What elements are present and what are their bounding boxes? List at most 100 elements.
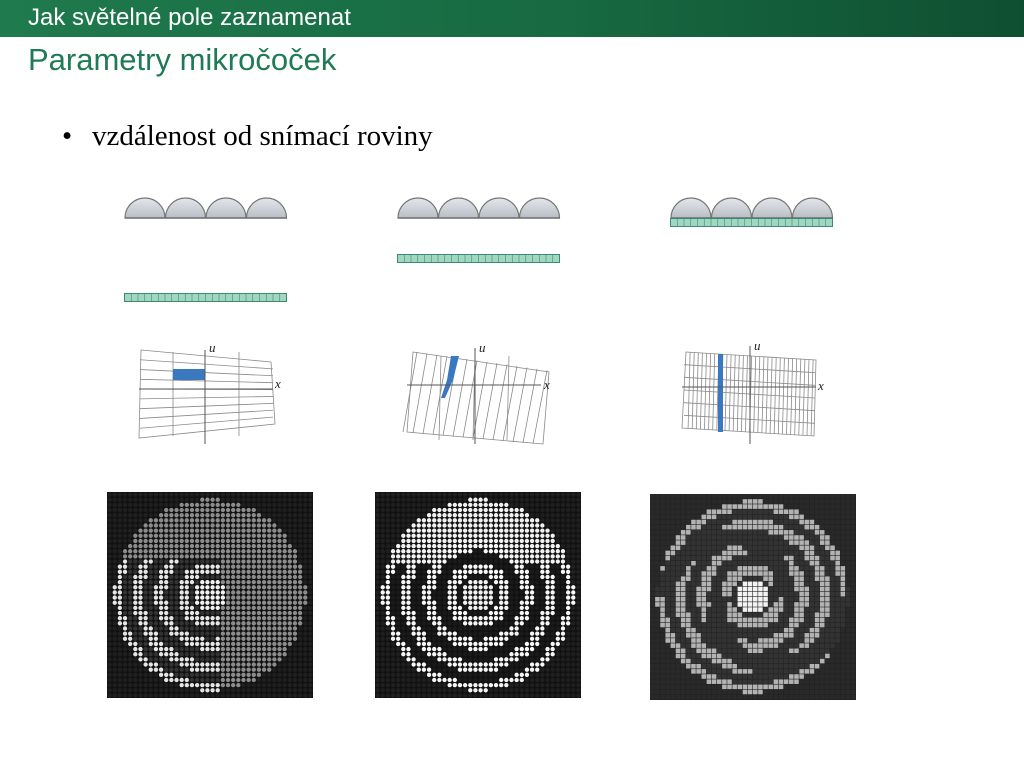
sensor-pixel xyxy=(457,590,463,595)
sensor-pixel xyxy=(555,652,560,657)
sensor-pixel xyxy=(732,555,737,561)
sensor-pixel xyxy=(650,514,655,520)
sensor-pixel xyxy=(768,545,773,551)
sensor-pixel xyxy=(205,574,210,580)
sensor-pixel xyxy=(380,497,385,502)
sensor-pixel xyxy=(814,586,820,592)
sensor-pixel xyxy=(457,523,463,528)
sensor-pixel xyxy=(773,545,779,551)
sensor-pixel xyxy=(696,545,701,551)
sensor-pixel xyxy=(220,616,226,621)
sensor-pixel xyxy=(696,571,701,576)
sensor-pixel xyxy=(680,545,686,551)
sensor-pixel xyxy=(184,590,189,595)
sensor-pixel xyxy=(287,646,292,652)
sensor-pixel xyxy=(468,564,473,569)
sensor-pixel xyxy=(189,559,195,564)
sensor-pixel xyxy=(488,528,494,533)
sensor-pixel xyxy=(675,633,681,638)
sensor-pixel xyxy=(457,667,463,672)
sensor-pixel xyxy=(385,595,391,600)
sensor-pixel xyxy=(200,528,205,533)
sensor-pixel xyxy=(540,610,545,616)
sensor-pixel xyxy=(421,574,427,580)
sensor-pixel xyxy=(251,605,256,611)
microlens xyxy=(124,197,166,219)
sensor-pixel xyxy=(650,581,655,587)
sensor-pixel xyxy=(267,621,272,626)
ray-space-diagram-2: u x xyxy=(402,340,550,445)
sensor-pixel xyxy=(164,538,169,544)
sensor-pixel xyxy=(778,535,784,540)
sensor-pixel xyxy=(711,530,717,535)
sensor-pixel xyxy=(164,621,169,626)
sensor-pixel xyxy=(814,545,820,551)
sensor-pixel xyxy=(282,677,287,683)
sensor-pixel xyxy=(231,569,236,574)
sensor-pixel xyxy=(231,610,236,616)
sensor-pixel xyxy=(261,688,267,693)
sensor-pixel xyxy=(742,550,748,556)
sensor-pixel xyxy=(267,605,272,611)
sensor-pixel xyxy=(241,497,246,502)
sensor-pixel xyxy=(277,579,282,585)
sensor-pixel xyxy=(722,638,727,643)
sensor-pixel xyxy=(184,533,189,538)
sensor-pixel xyxy=(701,545,707,551)
ray-space-row-line xyxy=(139,359,274,370)
sensor-pixel xyxy=(488,631,494,636)
sensor-pixel xyxy=(174,569,179,574)
sensor-pixel xyxy=(421,662,427,667)
sensor-pixel xyxy=(478,523,483,528)
sensor-pixel xyxy=(716,504,722,509)
sensor-pixel xyxy=(504,564,509,569)
ray-space-diagram-3: u x xyxy=(681,338,824,444)
sensor-pixel xyxy=(660,679,665,684)
sensor-pixel xyxy=(499,507,504,513)
header-title: Jak světelné pole zaznamenat xyxy=(28,4,351,31)
sensor-pixel xyxy=(411,543,416,549)
sensor-pixel xyxy=(550,554,555,559)
sensor-pixel xyxy=(292,543,298,549)
sensor-pixel xyxy=(840,586,846,592)
sensor-pixel xyxy=(493,688,499,693)
sensor-pixel xyxy=(773,555,779,561)
sensor-pixel xyxy=(804,514,810,520)
sensor-pixel xyxy=(576,616,581,621)
sensor-pixel xyxy=(565,600,571,605)
sensor-pixel xyxy=(650,591,655,597)
sensor-pixel xyxy=(509,662,514,667)
sensor-pixel xyxy=(107,626,112,631)
sensor-pixel xyxy=(535,579,540,585)
sensor-pixel xyxy=(747,622,753,628)
sensor-pixel xyxy=(179,559,184,564)
sensor-pixel xyxy=(153,502,159,508)
sensor-pixel xyxy=(128,590,133,595)
sensor-pixel xyxy=(560,600,566,605)
sensor-pixel xyxy=(416,549,421,554)
sensor-pixel xyxy=(396,492,401,497)
sensor-pixel xyxy=(845,658,851,664)
sensor-pixel xyxy=(576,641,581,647)
sensor-pixel xyxy=(411,662,416,667)
sensor-pixel xyxy=(297,688,303,693)
sensor-pixel xyxy=(457,646,463,652)
sensor-pixel xyxy=(478,605,483,611)
sensor-pixel xyxy=(169,497,174,502)
sensor-pixel xyxy=(696,694,701,700)
sensor-pixel xyxy=(189,564,195,569)
sensor-pixel xyxy=(768,627,773,633)
sensor-pixel xyxy=(267,538,272,544)
sensor-pixel xyxy=(493,554,499,559)
sensor-pixel xyxy=(210,662,215,667)
sensor-pixel xyxy=(768,689,773,695)
sensor-pixel xyxy=(426,641,432,647)
sensor-pixel xyxy=(519,518,524,523)
sensor-pixel xyxy=(711,499,717,504)
sensor-pixel xyxy=(794,530,799,535)
sensor-pixel xyxy=(655,591,660,597)
sensor-pixel xyxy=(158,688,164,693)
sensor-pixel xyxy=(133,564,138,569)
sensor-pixel xyxy=(117,595,123,600)
sensor-pixel xyxy=(225,492,231,497)
